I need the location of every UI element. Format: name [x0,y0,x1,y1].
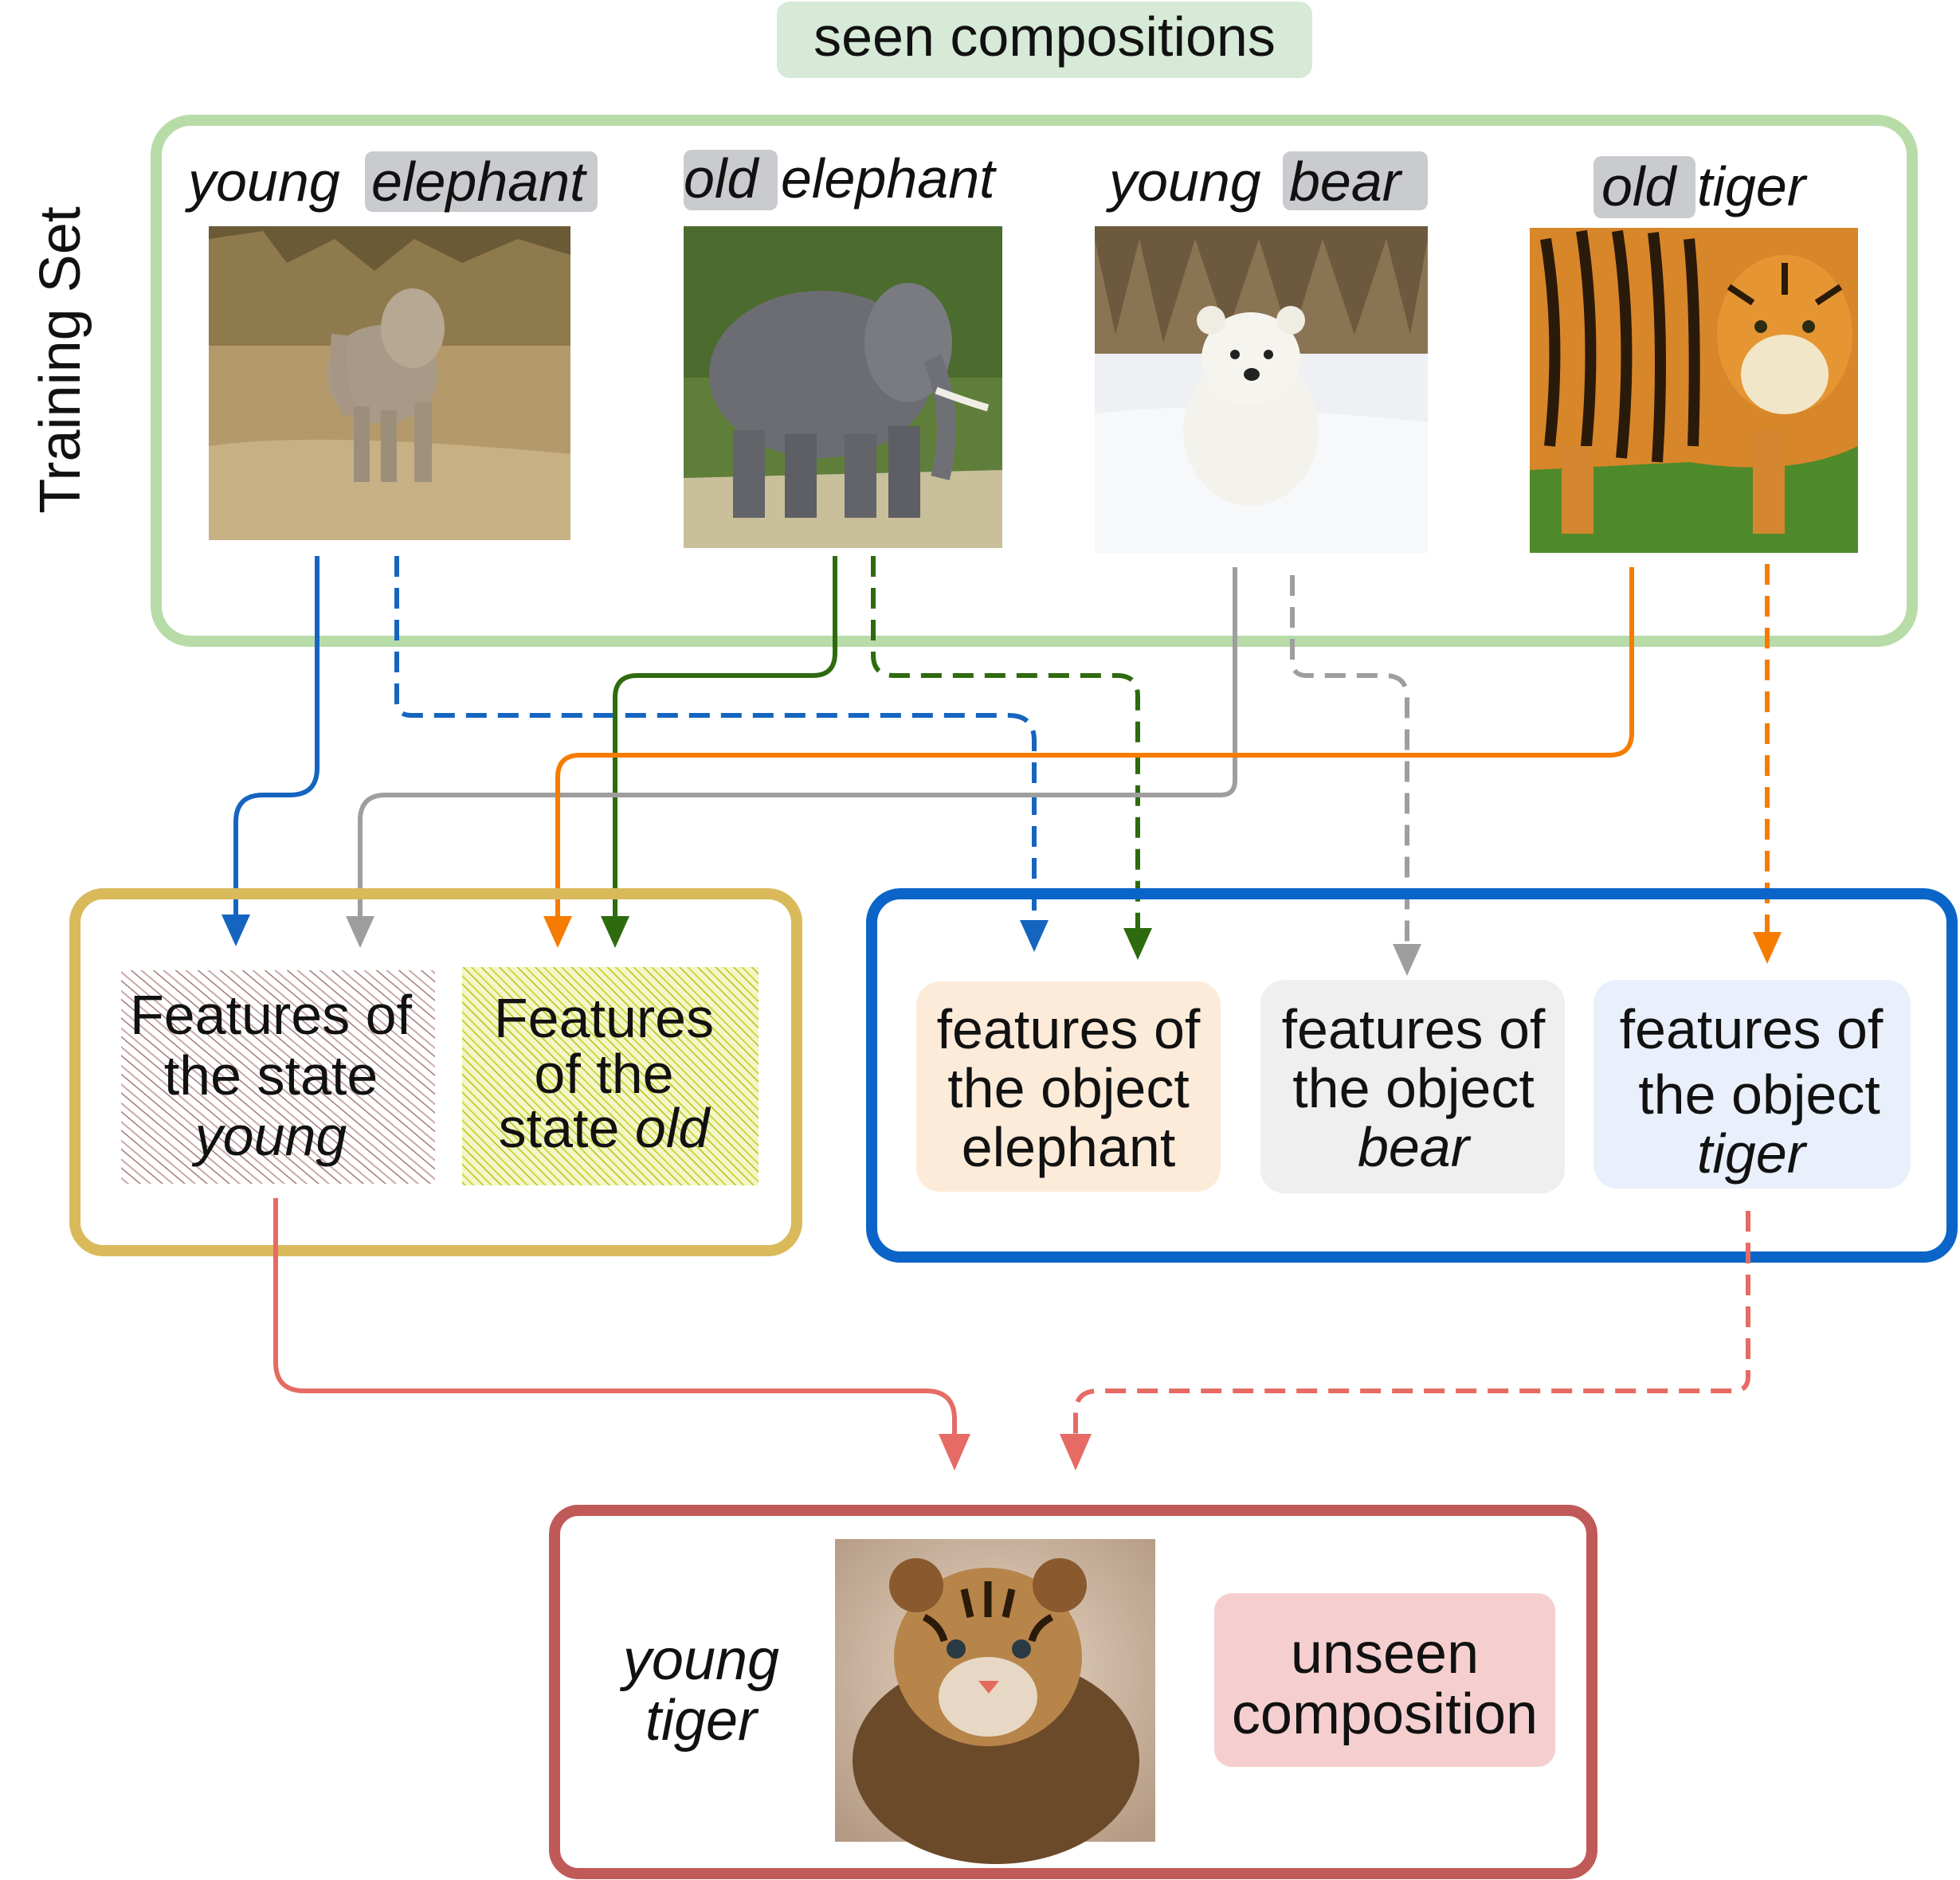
hatch-bg [121,970,435,1184]
arrow-old-tiger-to-state-old [555,567,1634,916]
arrow-young-elephant-to-object-elephant [394,556,1037,916]
feature-line-2: the object [1638,1063,1880,1126]
features-state-young: Features of the state young [121,970,435,1184]
unseen-composition-tag: unseen composition [1214,1593,1555,1767]
training-set-box [151,115,1918,647]
feature-line-2: the state [164,1044,378,1106]
tag-bg [1214,1593,1555,1767]
unseen-state-word: young [619,1628,779,1692]
object-word: bear [1289,151,1403,213]
state-highlight [1593,156,1695,218]
feature-line-1: features of [937,998,1201,1060]
features-object-tiger: features of the object tiger [1593,980,1911,1189]
state-word: young [1106,151,1261,213]
feature-bg [1593,980,1911,1189]
hatch-bg [462,967,759,1185]
image-old-elephant [684,226,1002,548]
feature-line-1: Features of [130,984,413,1046]
arrow-young-bear-to-state-young [358,567,1237,916]
header-text: seen compositions [813,6,1276,68]
arrowhead [1020,920,1049,952]
features-object-bear: features of the object bear [1260,980,1565,1193]
arrowhead [543,916,572,948]
training-set-label: Training Set [29,206,92,514]
features-state-old: Features of the state old [462,967,759,1185]
arrowhead [221,915,250,946]
arrow-old-elephant-to-state-old [613,556,837,916]
arrow-object-tiger-to-unseen [1073,1211,1750,1434]
tag-line-1: unseen [1291,1622,1479,1686]
image-old-tiger [1530,228,1858,553]
feature-line-1: features of [1282,998,1546,1060]
feature-bg [1260,980,1565,1193]
arrowhead [1123,928,1152,960]
feature-bg [916,981,1221,1192]
arrowhead [939,1434,970,1471]
object-features-box [866,888,1958,1263]
feature-line-1: Features [494,987,714,1049]
arrowhead [601,916,629,948]
feature-line-2: the object [947,1057,1190,1119]
image-young-tiger [835,1539,1155,1864]
training-label-old-elephant: old elephant [684,147,997,210]
training-label-young-elephant: young elephant [185,151,598,213]
object-highlight [365,151,598,212]
state-word: old [684,147,759,210]
object-word: elephant [371,151,587,213]
object-highlight [1283,151,1428,210]
arrowhead [1060,1434,1092,1471]
feature-state-word: young [192,1105,347,1167]
feature-object-word: elephant [962,1116,1176,1178]
feature-line-3: state old [499,1097,711,1159]
object-word: elephant [781,147,997,210]
state-word: young [185,151,340,213]
header-badge [777,2,1312,78]
training-label-young-bear: young bear [1106,151,1428,213]
state-features-box [69,888,802,1256]
training-label-old-tiger: old tiger [1593,155,1808,218]
feature-object-word: bear [1358,1116,1472,1178]
feature-line-2: the object [1292,1057,1535,1119]
arrow-state-young-to-unseen [273,1198,957,1434]
object-word: tiger [1697,155,1808,217]
arrow-old-elephant-to-object-elephant [871,556,1140,928]
tag-line-2: composition [1232,1682,1538,1746]
image-young-elephant [209,226,570,540]
arrowhead [1753,932,1782,964]
image-young-bear [1095,226,1428,553]
unseen-composition-box [549,1505,1597,1879]
feature-line-2: of the [534,1043,673,1105]
seen-compositions-header: seen compositions [777,2,1312,78]
unseen-object-word: tiger [645,1689,759,1753]
arrowhead [1393,944,1421,976]
feature-line-1: features of [1620,998,1884,1060]
state-highlight [684,150,778,210]
arrow-young-elephant-to-state-young [233,556,319,916]
feature-object-word: tiger [1697,1122,1808,1185]
unseen-label: young tiger [619,1628,779,1753]
features-object-elephant: features of the object elephant [916,981,1221,1192]
arrowhead [346,916,374,948]
state-word: old [1601,155,1677,217]
